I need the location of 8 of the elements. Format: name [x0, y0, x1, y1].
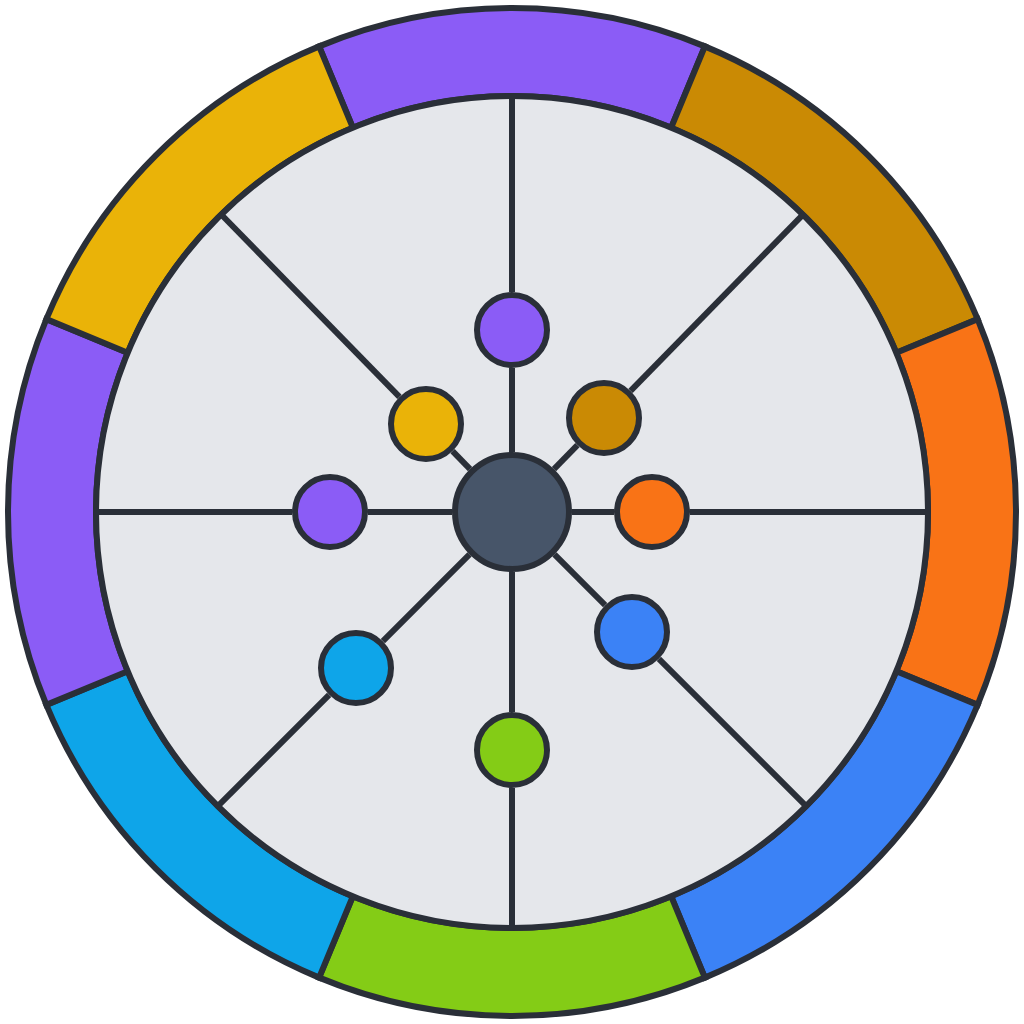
connector-line	[552, 552, 608, 608]
connector-line	[551, 443, 580, 472]
connector-line	[368, 509, 452, 515]
connector-line	[450, 449, 473, 472]
connector-line	[509, 368, 515, 452]
connector-line	[509, 572, 515, 712]
connector-line	[380, 552, 472, 644]
connector-line	[572, 509, 614, 515]
